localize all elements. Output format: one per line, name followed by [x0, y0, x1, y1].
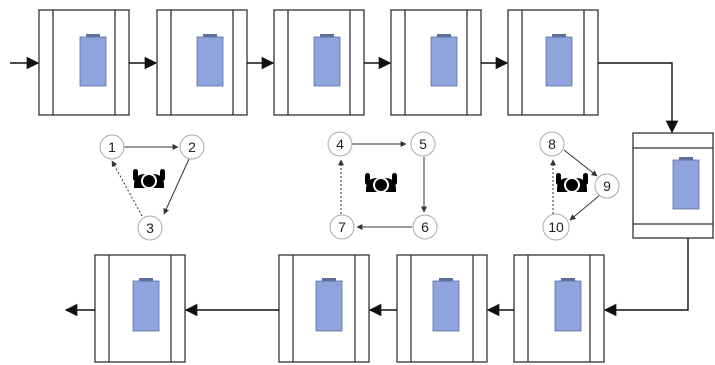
battery-icon [432, 278, 460, 332]
battery-icon [545, 34, 573, 87]
battery-icon [554, 278, 582, 332]
station-bottom-4 [513, 254, 605, 363]
operator-icon [365, 173, 397, 193]
station-bottom-2 [278, 254, 370, 363]
station-top-2 [156, 9, 248, 116]
move-arrow [163, 158, 190, 215]
battery-icon [132, 278, 160, 332]
position-label: 10 [548, 219, 564, 235]
battery-icon [313, 34, 341, 87]
position-label: 9 [603, 178, 611, 194]
battery-icon [430, 34, 458, 87]
move-arrow [569, 194, 601, 221]
position-label: 1 [108, 139, 116, 155]
operator-icon [556, 173, 588, 193]
station-top-1 [38, 9, 130, 116]
position-label: 2 [188, 139, 196, 155]
battery-icon [79, 34, 107, 87]
workcell-2: 4 5 6 7 [327, 131, 438, 240]
position-label: 8 [548, 136, 556, 152]
station-bottom-3 [396, 254, 488, 363]
position-marker [329, 214, 355, 240]
position-label: 5 [419, 136, 427, 152]
battery-icon [315, 278, 343, 332]
workcell-1: 1 2 3 [99, 134, 205, 241]
position-marker [99, 134, 125, 160]
conveyor-arrow-return [603, 238, 689, 317]
position-marker [327, 131, 353, 157]
station-top-5 [507, 9, 599, 116]
position-label: 3 [146, 220, 154, 236]
position-marker [410, 131, 436, 157]
conveyor-arrow-down [598, 62, 679, 134]
battery-icon [196, 34, 224, 87]
operator-icon [133, 169, 165, 189]
position-label: 7 [338, 219, 346, 235]
position-marker [539, 131, 565, 157]
position-marker [179, 134, 205, 160]
position-marker [412, 214, 438, 240]
station-top-3 [273, 9, 365, 116]
station-bottom-1 [94, 254, 186, 363]
position-label: 4 [336, 136, 344, 152]
position-label: 6 [421, 219, 429, 235]
position-marker [542, 213, 570, 241]
workcell-3: 8 9 10 [539, 131, 620, 241]
position-marker [594, 173, 620, 199]
return-arrow [111, 160, 143, 217]
station-right [632, 132, 714, 239]
position-marker [137, 215, 163, 241]
move-arrow [563, 149, 598, 177]
battery-icon [672, 157, 700, 210]
station-top-4 [390, 9, 482, 116]
